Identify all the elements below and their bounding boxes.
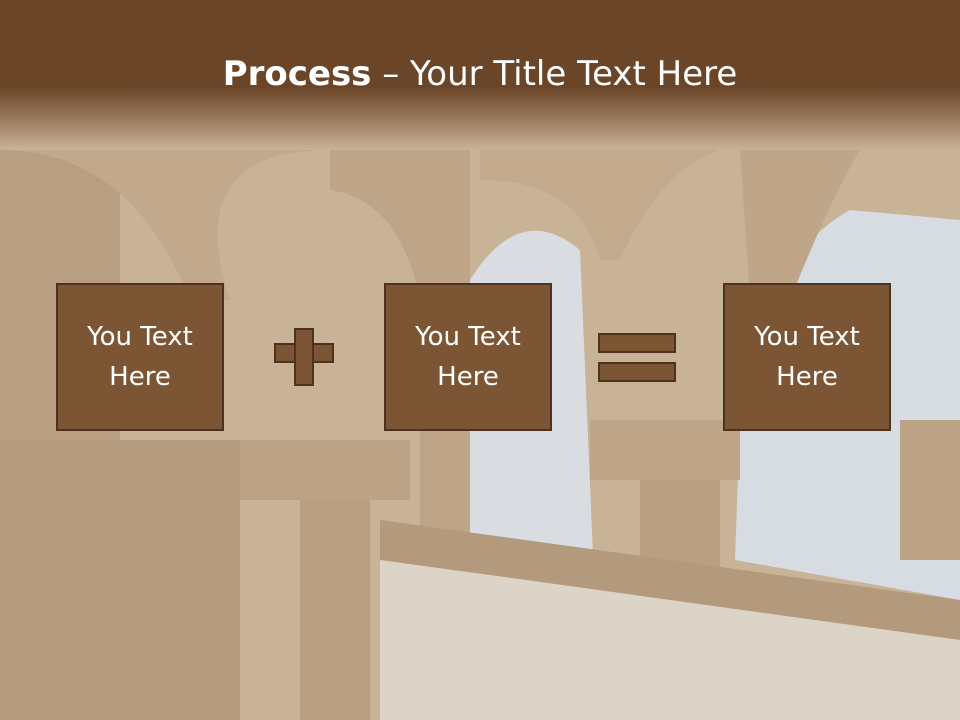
text-box-2[interactable]: You Text Here bbox=[384, 283, 552, 431]
text-box-1[interactable]: You Text Here bbox=[56, 283, 224, 431]
text-box-2-label: You Text Here bbox=[415, 322, 521, 392]
text-box-3[interactable]: You Text Here bbox=[723, 283, 891, 431]
title-bar bbox=[0, 0, 960, 150]
equals-bottom-bar bbox=[598, 362, 676, 382]
title-regular-part: – Your Title Text Here bbox=[371, 54, 738, 94]
text-box-3-label: You Text Here bbox=[754, 322, 860, 392]
plus-center bbox=[296, 345, 312, 361]
text-box-1-label: You Text Here bbox=[87, 322, 193, 392]
equals-top-bar bbox=[598, 333, 676, 353]
slide-title[interactable]: Process – Your Title Text Here bbox=[0, 52, 960, 96]
title-bold-part: Process bbox=[222, 54, 372, 94]
